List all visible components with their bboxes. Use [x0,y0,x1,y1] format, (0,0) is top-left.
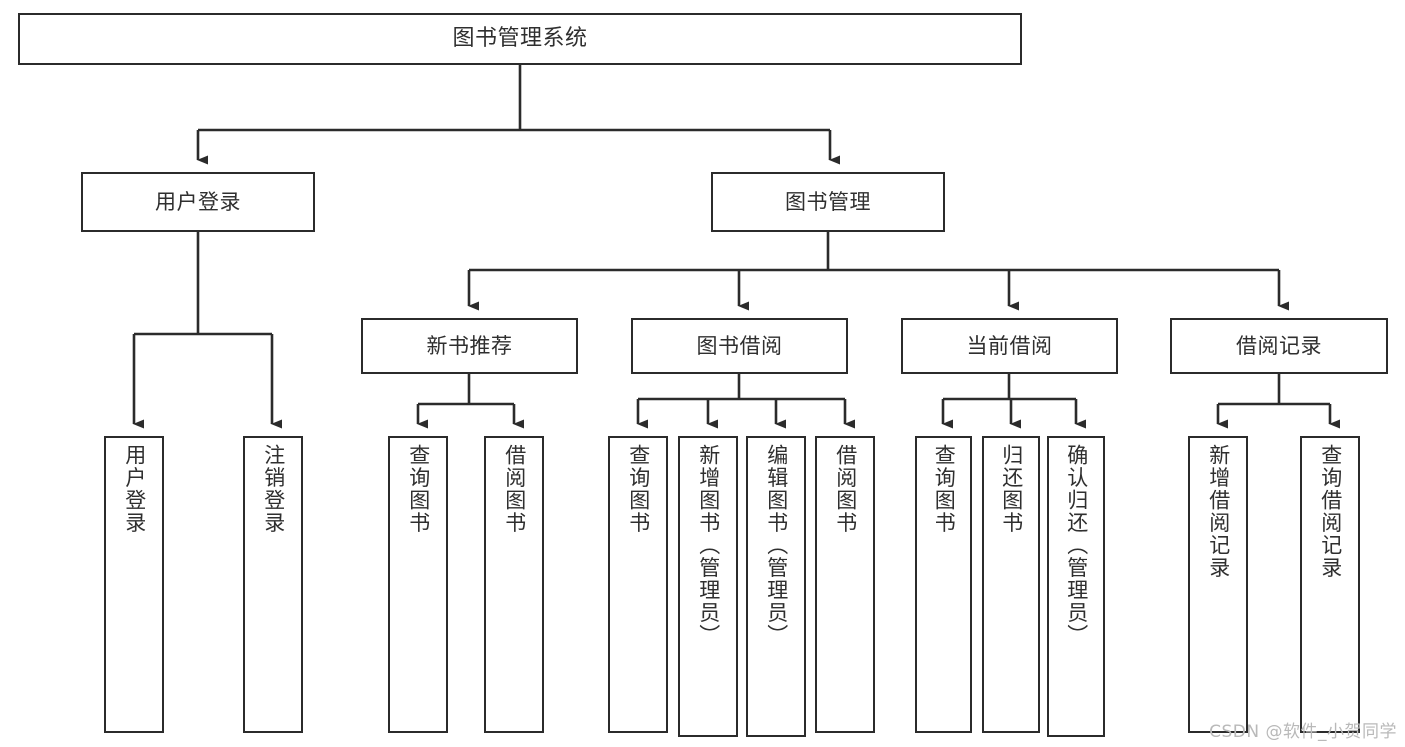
node-label: 图书管理系统 [452,26,588,52]
node-leaf-query-book-borrow[interactable]: 查询图书 [608,436,668,733]
node-label: 用户登录 [155,189,241,214]
node-leaf-query-book-recommend[interactable]: 查询图书 [388,436,448,733]
node-level3-borrow-record[interactable]: 借阅记录 [1170,318,1388,374]
node-label: 确认归还（管理员） [1064,444,1089,647]
node-label: 编辑图书（管理员） [764,444,789,647]
node-label: 图书管理 [785,189,871,214]
node-level2-user-login[interactable]: 用户登录 [81,172,315,232]
node-leaf-add-book-admin[interactable]: 新增图书（管理员） [678,436,738,737]
node-label: 借阅图书 [502,444,527,534]
node-leaf-borrow-book-recommend[interactable]: 借阅图书 [484,436,544,733]
node-leaf-query-book-current[interactable]: 查询图书 [915,436,972,733]
node-level3-new-book-recommend[interactable]: 新书推荐 [361,318,578,374]
node-label: 查询图书 [406,444,431,534]
node-leaf-confirm-return-admin[interactable]: 确认归还（管理员） [1047,436,1105,737]
node-level3-current-borrow[interactable]: 当前借阅 [901,318,1118,374]
node-leaf-query-borrow-record[interactable]: 查询借阅记录 [1300,436,1360,733]
node-leaf-logout[interactable]: 注销登录 [243,436,303,733]
node-level2-book-management[interactable]: 图书管理 [711,172,945,232]
node-label: 查询借阅记录 [1318,444,1343,579]
node-root[interactable]: 图书管理系统 [18,13,1022,65]
node-label: 注销登录 [261,444,286,534]
node-leaf-edit-book-admin[interactable]: 编辑图书（管理员） [746,436,806,737]
node-leaf-return-book[interactable]: 归还图书 [982,436,1040,733]
node-level3-book-borrow[interactable]: 图书借阅 [631,318,848,374]
node-label: 新书推荐 [426,333,513,358]
node-label: 用户登录 [122,444,147,534]
node-label: 新增图书（管理员） [696,444,721,647]
node-label: 新增借阅记录 [1206,444,1231,579]
node-leaf-borrow-book[interactable]: 借阅图书 [815,436,875,733]
node-leaf-user-login[interactable]: 用户登录 [104,436,164,733]
node-label: 借阅记录 [1236,333,1322,358]
node-label: 当前借阅 [966,333,1053,358]
node-label: 归还图书 [999,444,1024,534]
node-label: 查询图书 [932,444,957,534]
watermark-text: CSDN @软件_小贺同学 [1209,722,1397,742]
node-leaf-add-borrow-record[interactable]: 新增借阅记录 [1188,436,1248,733]
node-label: 借阅图书 [833,444,858,534]
node-label: 图书借阅 [696,333,783,358]
node-label: 查询图书 [626,444,651,534]
